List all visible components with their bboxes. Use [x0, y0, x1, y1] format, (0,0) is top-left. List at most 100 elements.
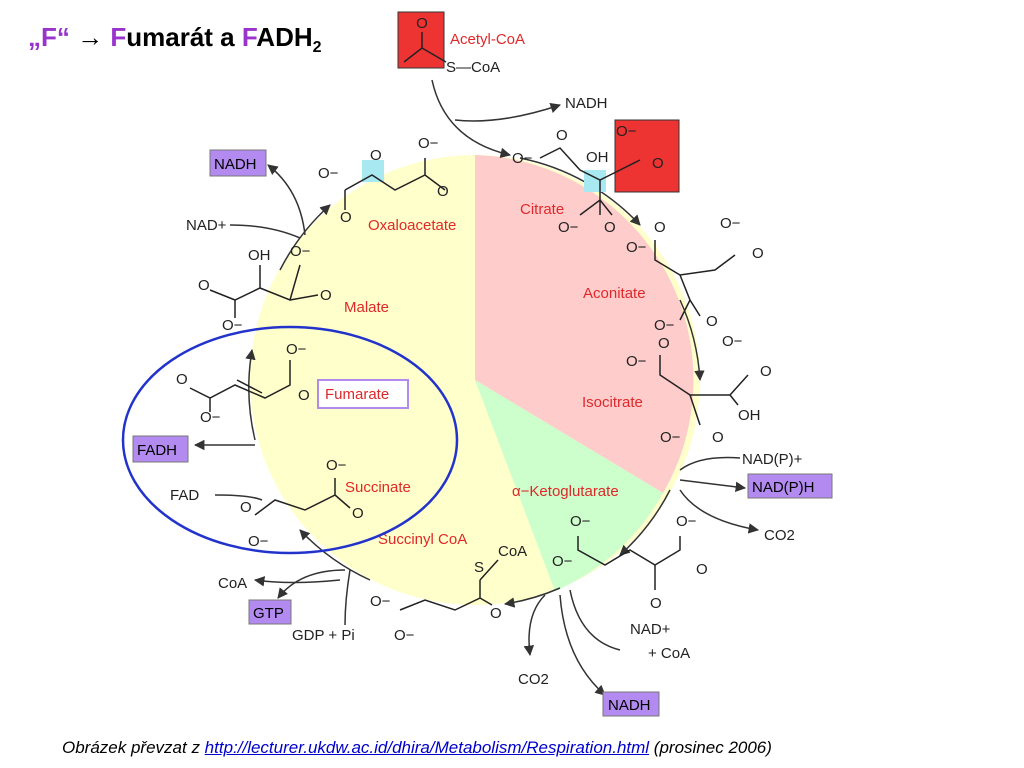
label-malate: Malate [344, 299, 389, 316]
caption-prefix: Obrázek převzat z [62, 738, 205, 757]
caption-link[interactable]: http://lecturer.ukdw.ac.id/dhira/Metabol… [204, 738, 650, 757]
acetyl-bonds [403, 32, 447, 63]
iso-o-3: O [712, 429, 724, 446]
co2-right-label: CO2 [764, 527, 795, 544]
aco-o-1: O [654, 219, 666, 236]
co2-bottom-label: CO2 [518, 671, 549, 688]
oxa-bonds [344, 158, 446, 210]
oxaloacetate-highlight [362, 160, 384, 182]
nadp-plus-label: NAD(P)+ [742, 451, 803, 468]
nadh-bottom-arrow [559, 594, 606, 696]
label-ketoglutarate: α−Ketoglutarate [512, 483, 619, 500]
cycle-arrow-fumarate [245, 348, 256, 441]
title-arrow: → [69, 22, 111, 52]
akg-o-1: O [696, 561, 708, 578]
cit-o-minus-2: O− [616, 123, 637, 140]
acetyl-scoa: S—CoA [446, 59, 500, 76]
label-isocitrate: Isocitrate [582, 394, 643, 411]
cycle-green-sector [475, 380, 663, 591]
acetyl-o: O [416, 15, 428, 32]
fum-o-2: O [298, 387, 310, 404]
sco-o-minus-2: O− [394, 627, 415, 644]
cycle-arrow-malate [279, 204, 331, 271]
oxa-o-minus-1: O− [318, 165, 339, 182]
label-aconitate: Aconitate [583, 285, 646, 302]
title-f2: F [241, 22, 257, 52]
title-f1: F [110, 22, 127, 52]
cycle-arrow-succcoa [503, 587, 561, 608]
coa-bottom-label: + CoA [648, 645, 690, 662]
cit-o-3: O [604, 219, 616, 236]
mal-o-2: O [320, 287, 332, 304]
akg-o-2: O [650, 595, 662, 612]
fum-o-1: O [176, 371, 188, 388]
cit-o-minus-3: O− [558, 219, 579, 236]
gdp-label: GDP + Pi [292, 627, 355, 644]
suc-o-1: O [352, 505, 364, 522]
label-succinyl-coa: Succinyl CoA [378, 531, 467, 548]
aco-o-minus-2: O− [626, 239, 647, 256]
iso-bonds [659, 355, 749, 426]
cit-bonds [539, 147, 641, 216]
acetyl-arrow [431, 79, 512, 158]
cit-o-1: O [556, 127, 568, 144]
fadh-box [132, 435, 189, 463]
fum-o-minus-2: O− [200, 409, 221, 426]
label-oxaloacetate: Oxaloacetate [368, 217, 456, 234]
aco-o-minus-3: O− [654, 317, 675, 334]
oxa-o-minus-2: O− [418, 135, 439, 152]
aco-o-minus-1: O− [720, 215, 741, 232]
fad-label: FAD [170, 487, 199, 504]
nadh-bottom-label: NADH [608, 697, 651, 714]
cycle-pink-sector [475, 155, 694, 493]
suc-o-2: O [240, 499, 252, 516]
iso-o-minus-2: O− [722, 333, 743, 350]
gtp-arrow [277, 569, 346, 599]
cit-o-minus-1: O− [512, 150, 533, 167]
title-sub: 2 [312, 39, 322, 57]
label-fumarate: Fumarate [325, 386, 389, 403]
nad-plus-left-label: NAD+ [186, 217, 227, 234]
fum-bonds [189, 360, 291, 412]
mal-o-minus-1: O− [290, 243, 311, 260]
nadh-left-box [209, 149, 267, 177]
mal-o-1: O [198, 277, 210, 294]
oxa-o-3: O [437, 183, 449, 200]
co2-right-arrow [679, 489, 760, 534]
aco-o-2: O [752, 245, 764, 262]
suc-bonds [254, 478, 351, 516]
gdp-arrow-in [344, 569, 351, 626]
fum-o-minus-1: O− [286, 341, 307, 358]
iso-o-minus-1: O− [626, 353, 647, 370]
nadh-left-label: NADH [214, 156, 257, 173]
sco-o-minus-1: O− [370, 593, 391, 610]
nadph-box [747, 473, 833, 499]
co2-bottom-arrow [523, 594, 546, 657]
suc-o-minus-1: O− [326, 457, 347, 474]
acetyl-label: Acetyl-CoA [450, 31, 525, 48]
cycle-arrow-isocitrate [679, 299, 705, 382]
nad-bottom-arrow-in [569, 589, 621, 651]
oxa-o: O [370, 147, 382, 164]
nadh-left-arrow [267, 164, 306, 236]
suc-o-minus-2: O− [248, 533, 269, 550]
oxa-o-4: O [340, 209, 352, 226]
label-citrate: Citrate [520, 201, 564, 218]
gtp-label: GTP [253, 605, 284, 622]
title-rest1: umarát a [126, 22, 242, 52]
akg-o-minus-3: O− [552, 553, 573, 570]
nadp-arrow-in [679, 456, 741, 471]
nadh-top-label: NADH [565, 95, 608, 112]
nadph-label: NAD(P)H [752, 479, 815, 496]
coa-left-label: CoA [218, 575, 247, 592]
nad-plus-bottom-label: NAD+ [630, 621, 671, 638]
image-caption: Obrázek převzat z http://lecturer.ukdw.a… [62, 738, 772, 758]
fadh-label: FADH [137, 442, 177, 459]
cit-o-2: O [652, 155, 664, 172]
title-rest2: ADH [256, 22, 313, 52]
cycle-arrow-akg [619, 489, 671, 556]
aco-o-3: O [706, 313, 718, 330]
aco-bonds [654, 240, 736, 321]
akg-o-minus-2: O− [676, 513, 697, 530]
